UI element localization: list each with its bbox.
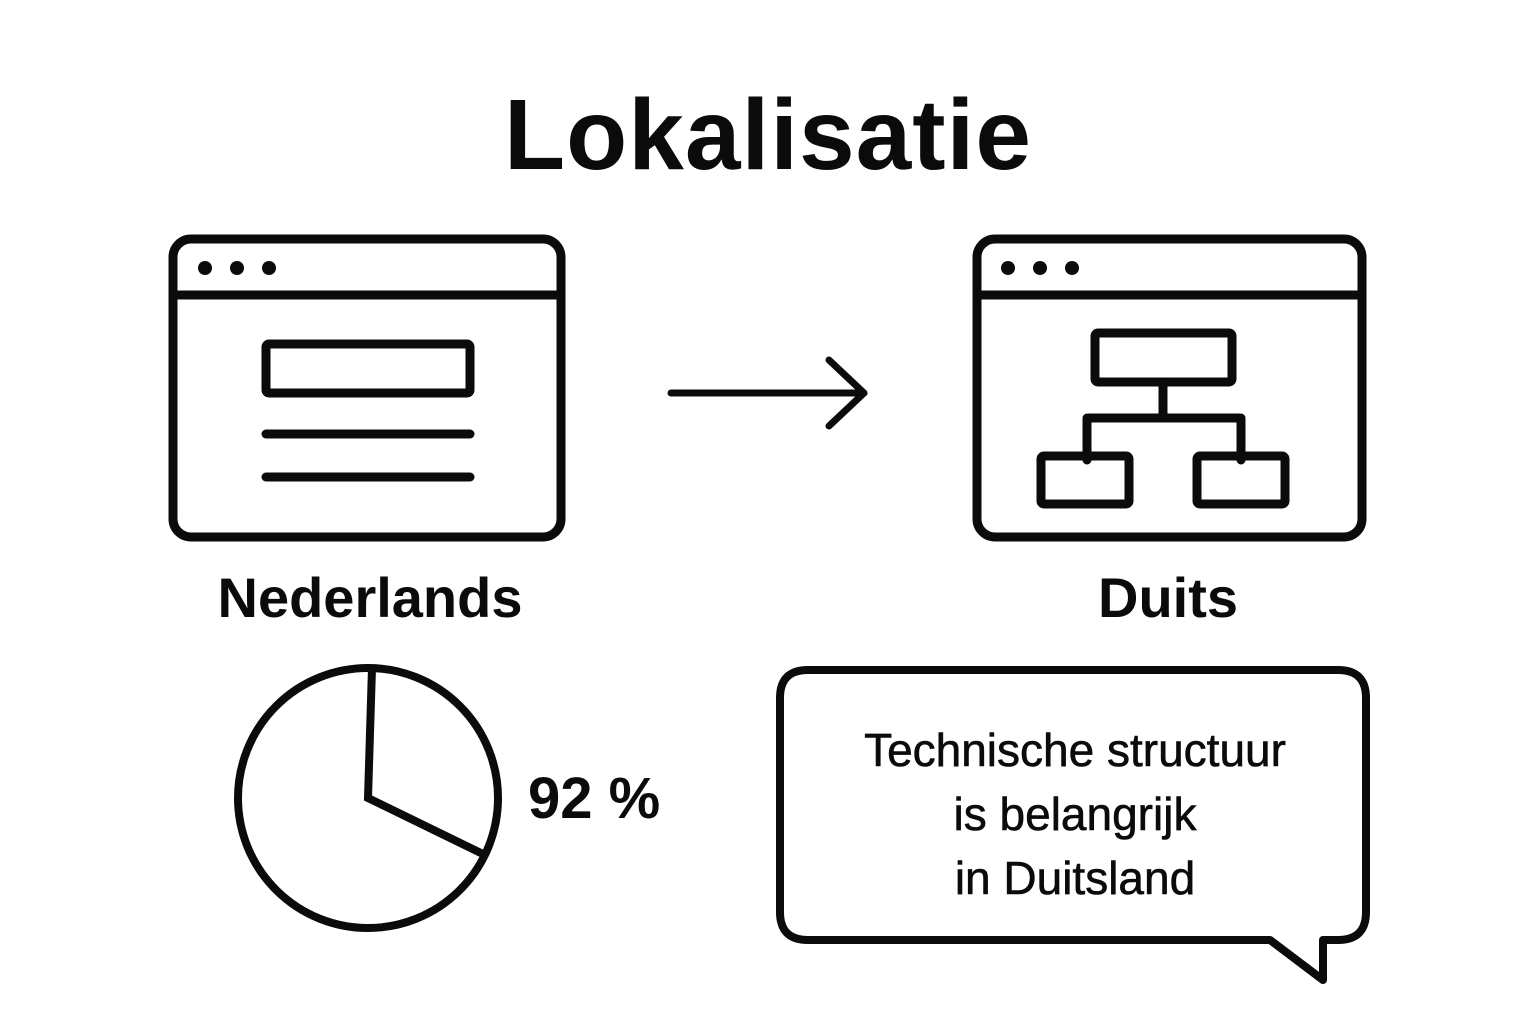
window-dots-icon <box>198 261 276 275</box>
speech-bubble-shape <box>776 666 1370 984</box>
speech-bubble-text: Technische structuur is belangrijk in Du… <box>785 718 1365 910</box>
page-title: Lokalisatie <box>504 79 1032 191</box>
pie-chart-icon <box>234 664 502 932</box>
target-language-label: Duits <box>1098 566 1238 629</box>
percentage-value: 92 % <box>528 766 661 831</box>
arrow-right-icon <box>667 356 868 430</box>
bubble-line: Technische structuur <box>864 724 1286 777</box>
window-dots-icon <box>1001 261 1079 275</box>
browser-window-hierarchy-icon <box>972 234 1367 542</box>
bubble-line: in Duitsland <box>954 852 1196 905</box>
browser-window-text-icon <box>168 234 566 542</box>
source-language-label: Nederlands <box>217 566 523 629</box>
bubble-line: is belangrijk <box>953 788 1197 841</box>
